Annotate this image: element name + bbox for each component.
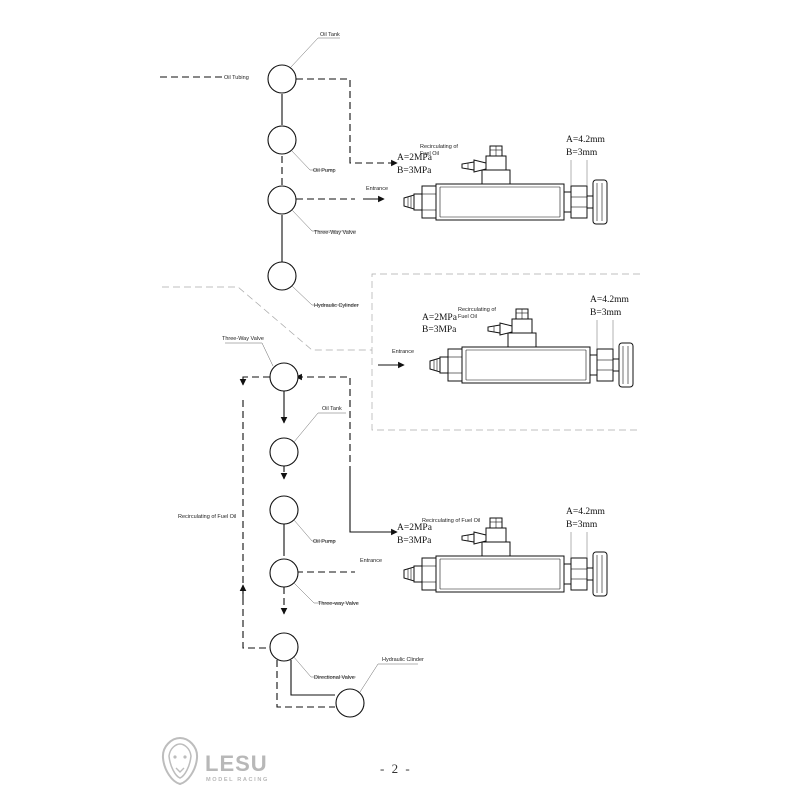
- three-way-valve-label-2: Three-way Valve: [318, 601, 359, 607]
- brand-name: LESU: [205, 751, 268, 776]
- recirc-label-2: Recirculating of Fuel Oil: [422, 518, 480, 524]
- hydraulic-clinder-symbol: [335, 688, 365, 718]
- inset-reference: Recirculating of Fuel Oil A=2MPa B=3MPa …: [162, 273, 640, 431]
- oil-tank-label: Oil Tank: [320, 32, 340, 38]
- pressure-b-2: B=3MPa: [397, 536, 432, 546]
- dimension-b: B=3mm: [566, 148, 598, 158]
- recirc-label-line2: Fuel Oil: [420, 151, 439, 157]
- page-number: - 2 -: [380, 761, 412, 776]
- legend-label: Oil Tubing: [224, 75, 249, 81]
- oil-pump-symbol: [267, 125, 297, 155]
- hydraulic-clinder-label: Hydraulic Clinder: [382, 657, 424, 663]
- footer: LESU MODEL RACING - 2 -: [161, 736, 412, 786]
- inset-recirc-line2: Fuel Oil: [458, 314, 477, 320]
- oil-pump-symbol-2: [269, 495, 299, 525]
- inset-recirc-line1: Recirculating of: [458, 307, 496, 313]
- recirc-label-line1: Recirculating of: [420, 144, 458, 150]
- directional-valve-symbol: [269, 632, 299, 662]
- pressure-a: A=2MPa: [397, 153, 433, 163]
- lion-head-icon: [161, 736, 199, 786]
- dimension-a-2: A=4.2mm: [566, 507, 605, 517]
- hydraulic-cylinder-symbol: [267, 261, 297, 291]
- oil-tank-label-2: Oil Tank: [322, 406, 342, 412]
- diagram-1: Oil Tubing Oil Tank Oil Pump Three-Way V…: [160, 32, 608, 309]
- brand-subtitle: MODEL RACING: [206, 777, 269, 783]
- oil-tank-symbol-2: [269, 437, 299, 467]
- dimension-b-2: B=3mm: [566, 520, 598, 530]
- inset-dimension-a: A=4.2mm: [590, 295, 629, 305]
- inset-entrance-label: Entrance: [392, 349, 414, 355]
- three-way-valve-symbol-2: [269, 558, 299, 588]
- oil-tank-symbol: [267, 64, 297, 94]
- entrance-label-2: Entrance: [360, 558, 382, 564]
- entrance-label: Entrance: [366, 186, 388, 192]
- inset-pressure-a: A=2MPa: [422, 313, 458, 323]
- three-way-valve-top-symbol: [269, 362, 299, 392]
- oil-pump-label-2: Oil Pump: [313, 539, 336, 545]
- recirc-side-label: Recirculating of Fuel Oil: [178, 514, 236, 520]
- three-way-valve-label: Three-Way Valve: [314, 230, 356, 236]
- pressure-b: B=3MPa: [397, 166, 432, 176]
- valve-part-inset: [429, 308, 634, 388]
- diagram-2: Three-Way Valve Oil Tank Recirculating o…: [178, 336, 608, 718]
- inset-dimension-b: B=3mm: [590, 308, 622, 318]
- directional-valve-label: Directional Valve: [314, 675, 355, 681]
- three-way-valve-top-label: Three-Way Valve: [222, 336, 264, 342]
- inset-pressure-b: B=3MPa: [422, 325, 457, 335]
- pressure-a-2: A=2MPa: [397, 523, 433, 533]
- three-way-valve-symbol: [267, 185, 297, 215]
- oil-pump-label: Oil Pump: [313, 168, 336, 174]
- dimension-a: A=4.2mm: [566, 135, 605, 145]
- hydraulic-cylinder-label: Hydraulic Cylinder: [314, 303, 359, 309]
